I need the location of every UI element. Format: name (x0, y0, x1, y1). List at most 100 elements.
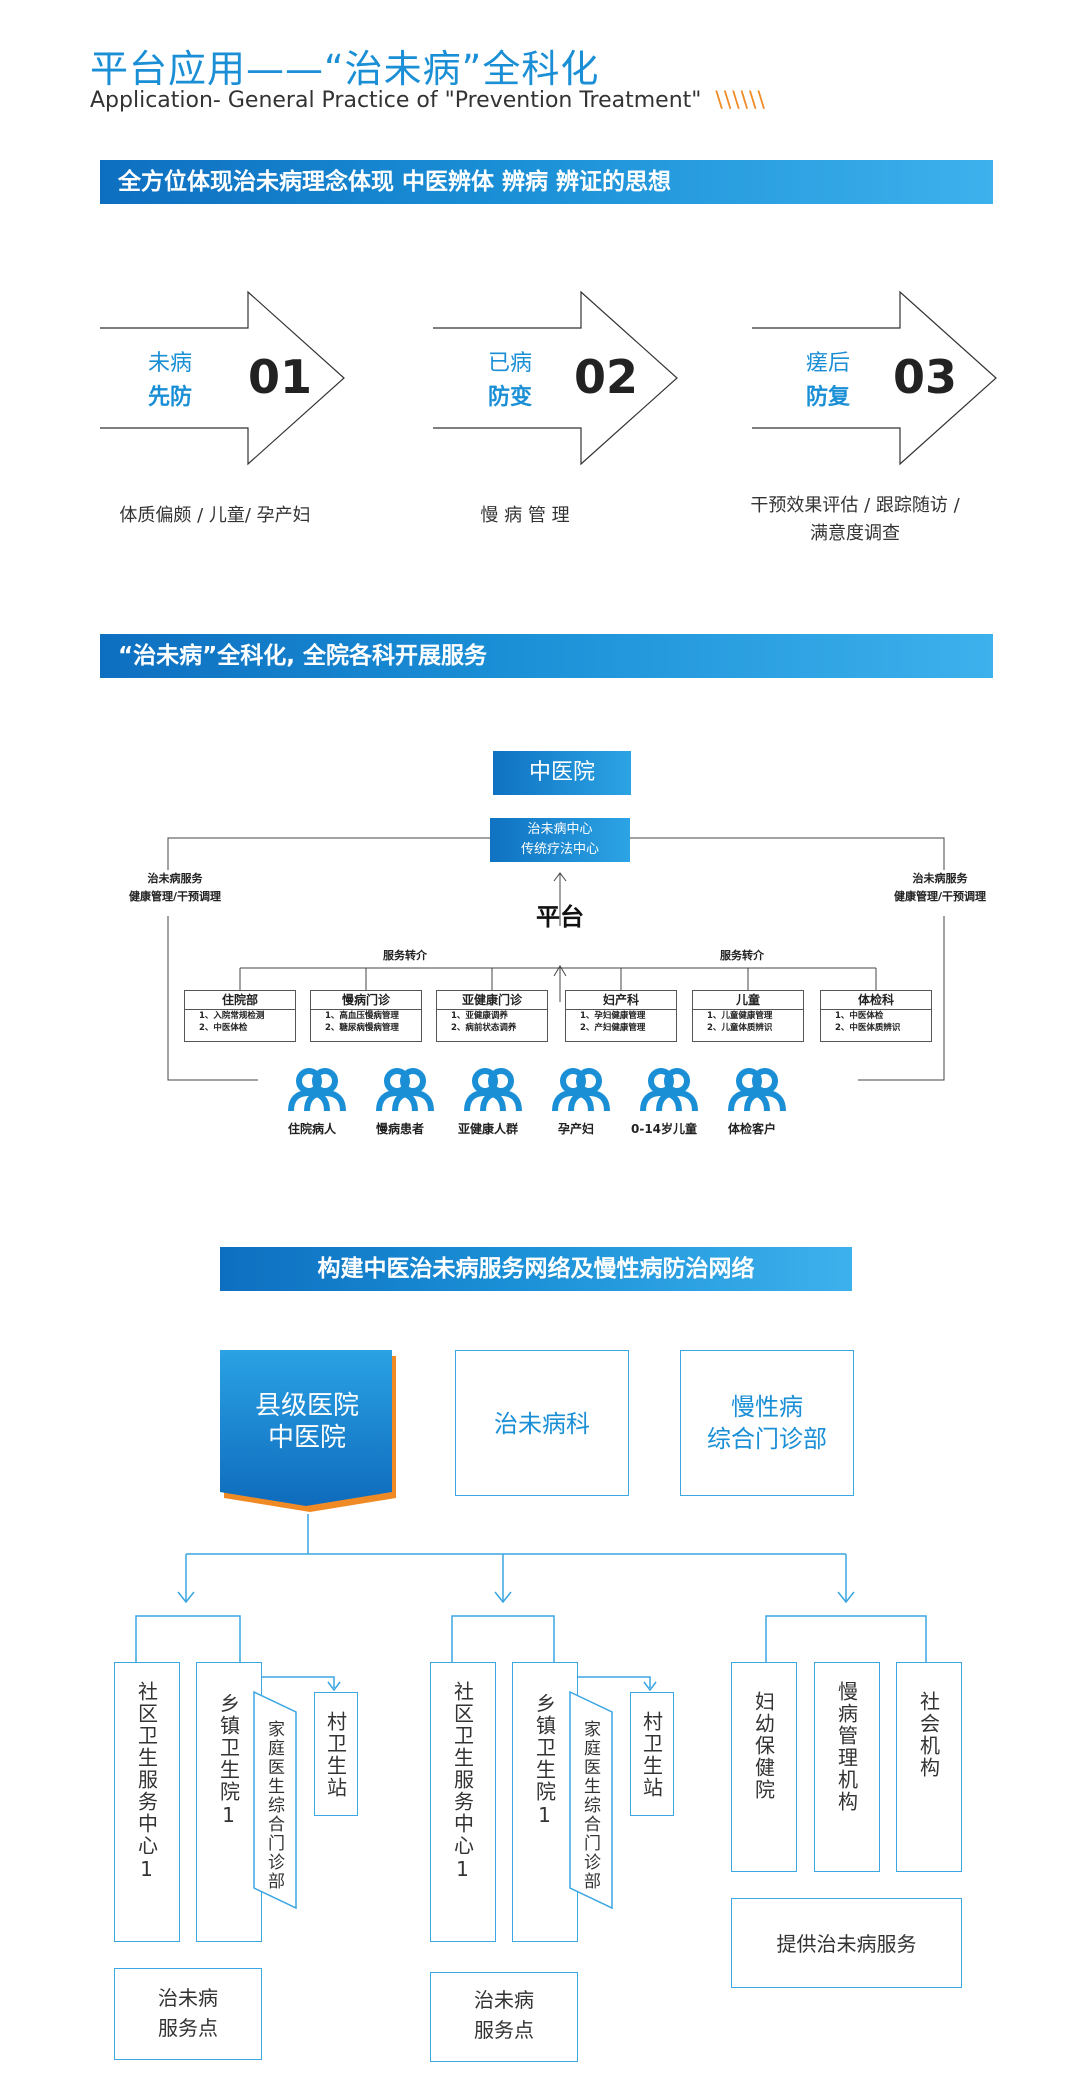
right-service-line1: 治未病服务 (912, 872, 968, 885)
community-center-label: 社区卫生服务中心1 (450, 1681, 475, 1883)
dept-name: 慢病门诊 (311, 991, 421, 1010)
left-service-line1: 治未病服务 (147, 872, 203, 885)
arrow-02-top-label: 已病 (487, 351, 532, 376)
people-icon (643, 1071, 695, 1111)
people-icon (291, 1071, 343, 1111)
hospital-box: 中医院 (493, 751, 631, 795)
person-label: 住院病人 (287, 1122, 336, 1136)
arrow-01-outline (100, 290, 345, 466)
chronic-clinic-box: 慢性病 综合门诊部 (680, 1350, 854, 1496)
village-station-label: 村卫生站 (323, 1711, 348, 1799)
section1-banner: 全方位体现治未病理念体现 中医辨体 辨病 辨证的思想 (100, 160, 993, 204)
dept-line: 2、中医体质辨识 (835, 1023, 901, 1033)
arrow-03-bottom-label: 防复 (805, 385, 850, 410)
dept-line: 1、儿童健康管理 (707, 1011, 773, 1021)
service-point-line1: 治未病 (158, 1986, 218, 2010)
township-hospital-box: 乡镇卫生院1 (196, 1662, 262, 1942)
org-chart-lines (167, 837, 945, 1081)
network-lines (135, 1514, 927, 1692)
chronic-mgmt-box: 慢病管理机构 (814, 1662, 880, 1872)
township-hospital-box: 乡镇卫生院1 (512, 1662, 578, 1942)
arrow-02-bottom-label: 防变 (487, 385, 532, 410)
dept-line: 1、孕妇健康管理 (580, 1011, 646, 1021)
people-icon (379, 1071, 431, 1111)
social-org-box: 社会机构 (896, 1662, 962, 1872)
person-label: 亚健康人群 (457, 1122, 518, 1136)
person-label: 0-14岁儿童 (630, 1122, 698, 1136)
dept-name: 儿童 (693, 991, 803, 1010)
people-icons (285, 1065, 825, 1117)
dept-box: 妇产科 1、孕妇健康管理 2、产妇健康管理 (565, 990, 677, 1042)
people-icon (555, 1071, 607, 1111)
dept-box: 儿童 1、儿童健康管理 2、儿童体质辨识 (692, 990, 804, 1042)
service-point-line2: 服务点 (158, 2016, 218, 2040)
people-icon (467, 1071, 519, 1111)
dept-line: 2、病前状态调养 (451, 1023, 517, 1033)
arrow-03-top-label: 瘥后 (805, 351, 850, 376)
person-label: 孕产妇 (557, 1122, 594, 1136)
arrow-03-desc-line1: 干预效果评估 / 跟踪随访 / (750, 495, 960, 516)
right-service-label: 治未病服务 健康管理/干预调理 (880, 870, 1000, 906)
main-hospital-line1: 县级医院 (254, 1391, 359, 1421)
chronic-mgmt-label: 慢病管理机构 (834, 1681, 859, 1813)
arrow-03-desc-line2: 满意度调查 (810, 523, 900, 544)
arrow-03-number: 03 (893, 350, 958, 404)
dept-line: 1、高血压慢病管理 (325, 1011, 399, 1021)
arrow-01-top-label: 未病 (147, 351, 192, 376)
section3-banner: 构建中医治未病服务网络及慢性病防治网络 (220, 1247, 852, 1291)
dept-box: 体检科 1、中医体检 2、中医体质辨识 (820, 990, 932, 1042)
village-station-box: 村卫生站 (630, 1692, 674, 1816)
dept-line: 1、亚健康调养 (451, 1011, 508, 1021)
arrow-02-number: 02 (574, 350, 639, 404)
family-clinic-shape (253, 1690, 297, 1910)
left-service-label: 治未病服务 健康管理/干预调理 (115, 870, 235, 906)
page-title: 平台应用——“治未病”全科化 (90, 47, 600, 91)
arrow-03-description: 干预效果评估 / 跟踪随访 / 满意度调查 (730, 492, 980, 548)
service-point-box: 治未病 服务点 (430, 1972, 578, 2062)
dept-box: 慢病门诊 1、高血压慢病管理 2、糖尿病慢病管理 (310, 990, 422, 1042)
township-hospital-label: 乡镇卫生院1 (216, 1693, 241, 1829)
arrow-01-bottom-label: 先防 (147, 385, 192, 410)
dept-box: 亚健康门诊 1、亚健康调养 2、病前状态调养 (436, 990, 548, 1042)
dept-name: 住院部 (185, 991, 295, 1010)
chronic-clinic-line1: 慢性病 (731, 1393, 803, 1421)
township-hospital-label: 乡镇卫生院1 (532, 1693, 557, 1829)
dept-line: 2、产妇健康管理 (580, 1023, 646, 1033)
person-label: 慢病患者 (375, 1122, 424, 1136)
referral-right-label: 服务转介 (720, 949, 764, 962)
service-point-line2: 服务点 (474, 2018, 534, 2042)
arrow-01-description: 体质偏颇 / 儿童/ 孕产妇 (119, 505, 311, 526)
community-center-label: 社区卫生服务中心1 (134, 1681, 159, 1883)
dept-box: 住院部 1、入院常规检测 2、中医体检 (184, 990, 296, 1042)
platform-label: 平台 (536, 903, 584, 931)
decorative-slashes: \\\\\\ (715, 88, 766, 113)
dept-line: 1、中医体检 (835, 1011, 884, 1021)
chronic-clinic-line2: 综合门诊部 (707, 1425, 827, 1453)
person-label: 体检客户 (727, 1122, 776, 1136)
dept-line: 1、入院常规检测 (199, 1011, 265, 1021)
arrow-02-description: 慢 病 管 理 (480, 505, 570, 526)
center-line2: 传统疗法中心 (520, 842, 599, 857)
arrow-02-outline (433, 290, 678, 466)
village-station-label: 村卫生站 (639, 1711, 664, 1799)
dept-name: 妇产科 (566, 991, 676, 1010)
dept-line: 2、儿童体质辨识 (707, 1023, 773, 1033)
community-center-box: 社区卫生服务中心1 (430, 1662, 496, 1942)
dept-name: 亚健康门诊 (437, 991, 547, 1010)
family-clinic-label: 家庭医生综合门诊部 (580, 1720, 600, 1891)
dept-line: 2、中医体检 (199, 1023, 248, 1033)
arrow-03-outline (752, 290, 997, 466)
referral-left-label: 服务转介 (383, 949, 427, 962)
family-clinic-shape (569, 1690, 613, 1910)
main-hospital-line2: 中医院 (267, 1423, 346, 1453)
arrow-01-number: 01 (248, 350, 313, 404)
main-hospital-label: 县级医院 中医院 (222, 1390, 392, 1454)
provide-service-box: 提供治未病服务 (731, 1898, 962, 1988)
social-org-label: 社会机构 (916, 1691, 941, 1779)
service-point-box: 治未病 服务点 (114, 1968, 262, 2060)
prevention-dept-box: 治未病科 (455, 1350, 629, 1496)
center-line1: 治未病中心 (527, 822, 593, 837)
center-box: 治未病中心 传统疗法中心 (490, 818, 630, 862)
dept-line: 2、糖尿病慢病管理 (325, 1023, 399, 1033)
section2-banner: “治未病”全科化, 全院各科开展服务 (100, 634, 993, 678)
